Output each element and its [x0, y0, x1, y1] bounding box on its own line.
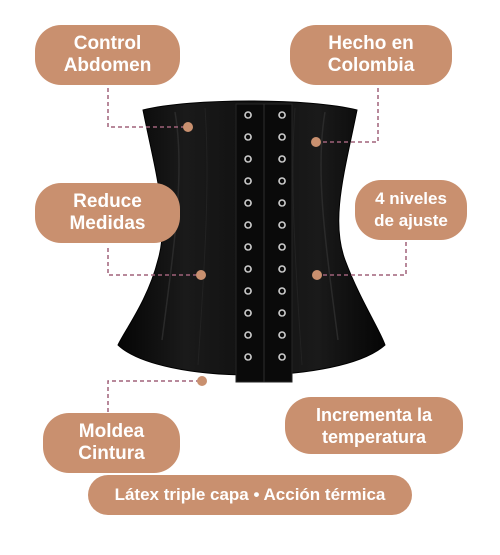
feature-line: 4 niveles	[375, 189, 447, 208]
feature-line: Hecho en	[328, 33, 414, 54]
feature-line: temperatura	[321, 426, 427, 447]
feature-line: Medidas	[69, 213, 146, 234]
feature-moldea-cintura: Moldea Cintura	[43, 413, 180, 473]
corset-seam	[292, 107, 303, 366]
feature-line: Moldea	[78, 421, 145, 442]
corset-seam	[320, 111, 339, 341]
feature-line: Colombia	[327, 55, 415, 76]
connector-moldea-cintura	[107, 380, 200, 412]
feature-line: de ajuste	[374, 211, 448, 230]
connectors	[107, 88, 407, 412]
connector-niveles-ajuste	[318, 242, 407, 276]
feature-line: Control	[73, 33, 142, 54]
feature-incrementa-temperatura: Incrementa la temperatura	[285, 397, 463, 454]
connector-control-abdomen	[107, 88, 186, 128]
hooks	[244, 111, 286, 361]
feature-line: Reduce	[73, 191, 142, 212]
feature-control-abdomen: Control Abdomen	[35, 25, 180, 85]
connector-hecho-colombia	[318, 88, 379, 143]
feature-line: Cintura	[78, 443, 145, 464]
corset-seam	[197, 107, 208, 366]
feature-hecho-colombia: Hecho en Colombia	[290, 25, 452, 85]
feature-niveles-ajuste: 4 niveles de ajuste	[355, 180, 467, 240]
feature-line: Incrementa la	[315, 404, 433, 425]
feature-line: Abdomen	[63, 55, 152, 76]
connector-reduce-medidas	[107, 248, 200, 276]
footer-text: Látex triple capa • Acción térmica	[114, 485, 386, 504]
footer-banner: Látex triple capa • Acción térmica	[88, 475, 412, 515]
connector-dots	[183, 122, 322, 386]
feature-reduce-medidas: Reduce Medidas	[35, 183, 180, 243]
